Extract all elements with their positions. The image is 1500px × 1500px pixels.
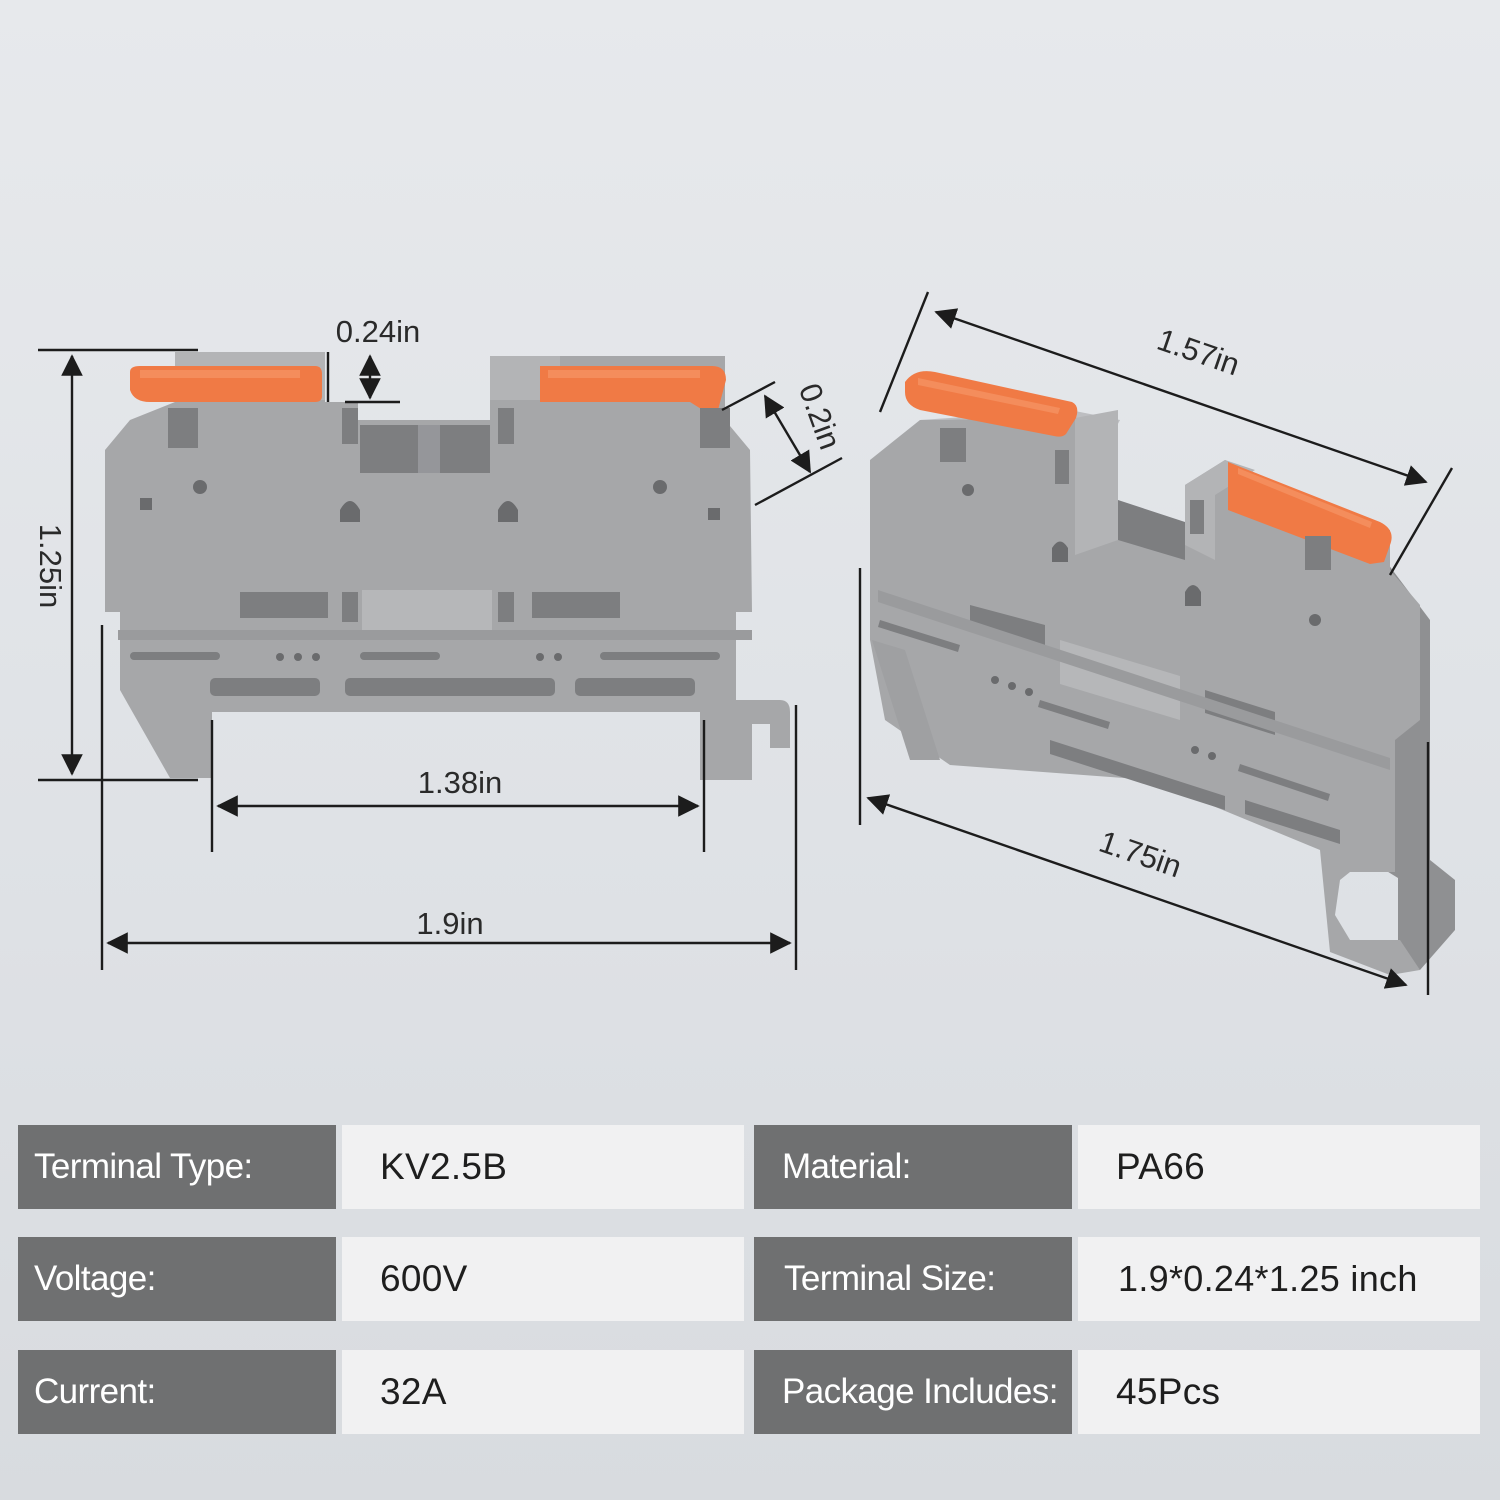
spec-key-voltage: Voltage: bbox=[18, 1237, 336, 1321]
dim-iso-bottom: 1.75in bbox=[1095, 824, 1186, 885]
spec-value-package-includes: 45Pcs bbox=[1078, 1350, 1480, 1434]
dim-front-height: 1.25in bbox=[33, 524, 68, 608]
spec-value-voltage: 600V bbox=[342, 1237, 744, 1321]
front-view-dimensions: 1.25in 0.24in 1.38in 1.9in bbox=[33, 314, 798, 970]
spec-value-material: PA66 bbox=[1078, 1125, 1480, 1209]
spec-key-terminal-size: Terminal Size: bbox=[754, 1237, 1072, 1321]
spec-key-package-includes: Package Includes: bbox=[754, 1350, 1072, 1434]
dimension-diagram: 1.25in 0.24in 1.38in 1.9in bbox=[33, 291, 1455, 995]
spec-value-terminal-type: KV2.5B bbox=[342, 1125, 744, 1209]
spec-value-terminal-size: 1.9*0.24*1.25 inch bbox=[1078, 1237, 1480, 1321]
spec-key-material: Material: bbox=[754, 1125, 1072, 1209]
spec-key-current: Current: bbox=[18, 1350, 336, 1434]
dim-front-overall: 1.9in bbox=[416, 906, 483, 941]
dim-iso-top: 1.57in bbox=[1153, 322, 1244, 383]
dim-front-notch: 0.24in bbox=[336, 314, 420, 349]
dim-iso-depth: 0.2in bbox=[792, 379, 848, 454]
dim-front-base-inner: 1.38in bbox=[418, 765, 502, 800]
spec-value-current: 32A bbox=[342, 1350, 744, 1434]
spec-key-terminal-type: Terminal Type: bbox=[18, 1125, 336, 1209]
terminal-front-view bbox=[105, 352, 790, 780]
